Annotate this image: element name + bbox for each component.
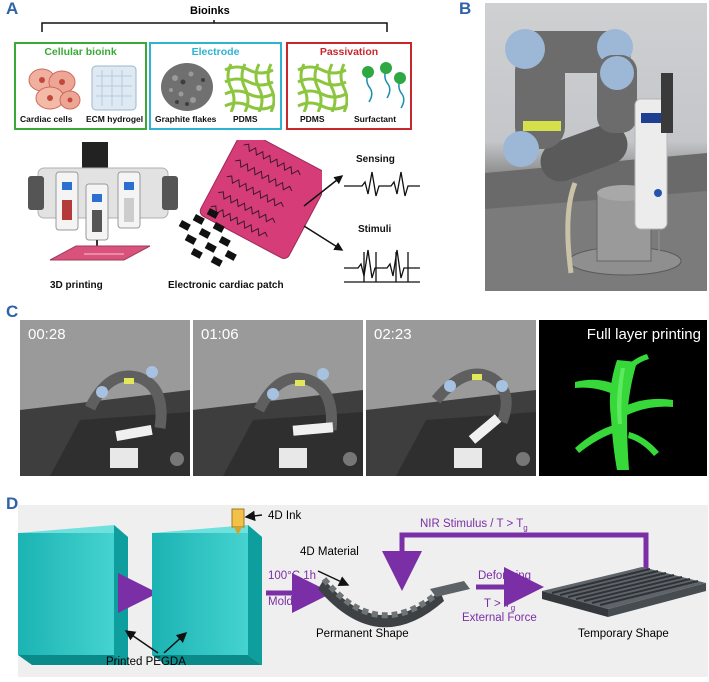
timestamp-1: 00:28 (28, 326, 66, 343)
ecm-hydrogel-icon (91, 65, 137, 111)
bioinks-bracket (41, 20, 388, 32)
full-layer-frame: Full layer printing (539, 320, 707, 476)
t-gt-tg-label: T > Tg (484, 598, 515, 612)
cellular-bioink-title: Cellular bioink (44, 46, 117, 58)
printing-frame-2: 01:06 (193, 320, 363, 476)
printing-frame-1-drawing (20, 366, 190, 476)
passivation-box: Passivation PDMS Surfactant (286, 42, 412, 130)
timestamp-2: 01:06 (201, 326, 239, 343)
robot-arm-photo (485, 3, 707, 291)
stimuli-label: Stimuli (358, 224, 392, 235)
cardiac-cells-label: Cardiac cells (20, 114, 73, 124)
graphite-flakes-label: Graphite flakes (155, 114, 217, 124)
printing-frame-1: 00:28 (20, 320, 190, 476)
surfactant-icon (362, 62, 406, 109)
electrode-box: Electrode Graphite flakes PDMS (149, 42, 282, 130)
printing-frame-3-drawing (366, 368, 536, 476)
patch-arrows (303, 175, 344, 251)
panel-label-b: B (459, 0, 472, 18)
graphite-flakes-icon (161, 63, 213, 111)
nir-stimulus-label: NIR Stimulus / T > Tg (420, 518, 528, 532)
robot-arm-drawing (485, 29, 707, 291)
pdms-mesh-icon (224, 63, 275, 112)
deforming-label: Deforming (478, 570, 532, 582)
green-vessel-render (575, 354, 673, 470)
permanent-shape-label: Permanent Shape (316, 628, 409, 640)
t-gt-tg-subscript: g (510, 603, 516, 613)
4d-material-label: 4D Material (300, 546, 359, 558)
nir-stimulus-subscript: g (523, 523, 528, 533)
full-layer-printing-label: Full layer printing (586, 326, 701, 343)
t-gt-tg-text: T > T (484, 598, 511, 610)
3d-printing-label: 3D printing (50, 280, 103, 291)
panel-label-a: A (6, 0, 19, 18)
ecm-hydrogel-label: ECM hydrogel (86, 114, 144, 124)
electronic-cardiac-patch-illustration (178, 140, 322, 267)
mold-label: Mold (268, 596, 293, 608)
3d-printer-illustration (28, 142, 178, 261)
printing-frame-2-drawing (193, 368, 363, 476)
cardiac-cells-icon (28, 68, 81, 110)
electrode-pdms-label: PDMS (233, 114, 258, 124)
temporary-shape-label: Temporary Shape (578, 628, 669, 640)
4d-ink-label: 4D Ink (268, 510, 302, 522)
electronic-cardiac-patch-label: Electronic cardiac patch (168, 280, 284, 291)
external-force-label: External Force (462, 612, 537, 624)
panel-label-d: D (6, 494, 19, 513)
printing-frame-3: 02:23 (366, 320, 536, 476)
surfactant-label: Surfactant (354, 114, 397, 124)
stimuli-signal-icon (344, 249, 420, 283)
passivation-title: Passivation (319, 46, 379, 58)
nir-stimulus-text: NIR Stimulus / T > T (420, 518, 524, 530)
sensing-label: Sensing (356, 154, 395, 165)
panel-label-c: C (6, 302, 19, 321)
passivation-pdms-mesh-icon (297, 63, 348, 112)
bioinks-title: Bioinks (190, 5, 230, 17)
cellular-bioink-box: Cellular bioink Cardiac cells ECM hydrog… (14, 42, 147, 130)
4d-printing-diagram (18, 508, 706, 665)
passivation-pdms-label: PDMS (300, 114, 325, 124)
cure-label: 100°C 1h (268, 570, 317, 582)
printed-pegda-label: Printed PEGDA (106, 656, 186, 668)
timestamp-3: 02:23 (374, 326, 412, 343)
sensing-signal-icon (344, 171, 420, 197)
electrode-title: Electrode (191, 46, 240, 58)
